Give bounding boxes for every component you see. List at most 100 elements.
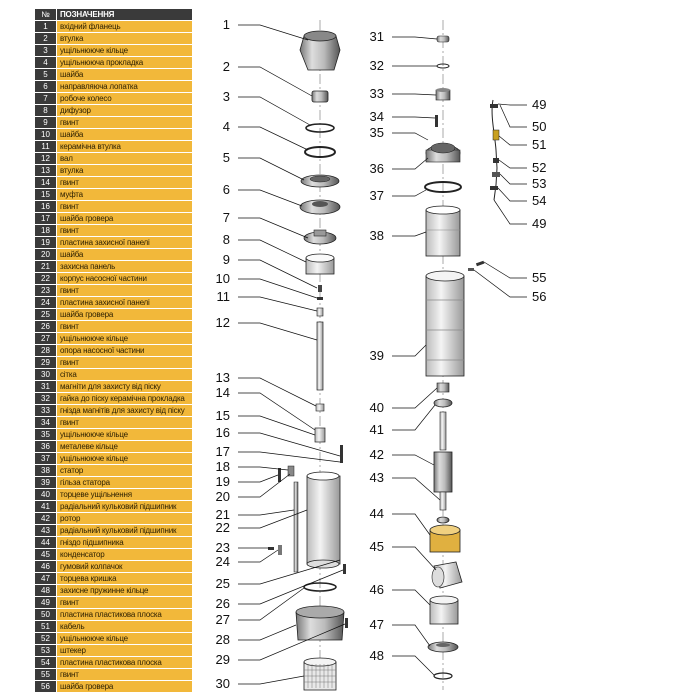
callout-56: 56 (532, 289, 546, 304)
callout-12: 12 (216, 315, 230, 330)
row-part-name: захисна панель (57, 261, 192, 272)
row-number: 9 (35, 117, 57, 128)
callout-30: 30 (216, 676, 230, 691)
row-part-name: втулка (57, 165, 192, 176)
part-inlet-flange (299, 30, 341, 71)
part-capacitor (431, 561, 463, 589)
callout-1: 1 (223, 17, 230, 32)
part-spring-ring (433, 672, 453, 680)
part-magnet (436, 35, 450, 43)
row-part-name: шайба гровера (57, 309, 192, 320)
callout-19: 19 (216, 474, 230, 489)
row-part-name: вхідний фланець (57, 21, 192, 32)
row-part-name: шайба гровера (57, 213, 192, 224)
row-number: 5 (35, 69, 57, 80)
row-number: 46 (35, 561, 57, 572)
callout-15: 15 (216, 408, 230, 423)
callout-49: 49 (532, 97, 546, 112)
callout-3: 3 (223, 89, 230, 104)
row-number: 21 (35, 261, 57, 272)
row-part-name: штекер (57, 645, 192, 656)
row-number: 37 (35, 453, 57, 464)
row-number: 56 (35, 681, 57, 692)
row-part-name: гвинт (57, 357, 192, 368)
row-part-name: гвинт (57, 417, 192, 428)
row-number: 13 (35, 165, 57, 176)
row-part-name: ущільнююче кільце (57, 633, 192, 644)
row-part-name: пластина пластикова плоска (57, 657, 192, 668)
row-number: 6 (35, 81, 57, 92)
callout-53: 53 (532, 176, 546, 191)
row-part-name: радіальний кульковий підшипник (57, 501, 192, 512)
row-part-name: шайба (57, 129, 192, 140)
callout-numbers: 1234567891011121314151617181920212223242… (216, 17, 547, 691)
callout-16: 16 (216, 425, 230, 440)
row-number: 40 (35, 489, 57, 500)
callout-41: 41 (370, 422, 384, 437)
row-number: 38 (35, 465, 57, 476)
part-washer-56 (468, 268, 474, 271)
part-rubber-cap (429, 595, 459, 625)
row-number: 29 (35, 357, 57, 368)
callout-23: 23 (216, 540, 230, 555)
row-number: 7 (35, 93, 57, 104)
row-number: 28 (35, 345, 57, 356)
row-number: 52 (35, 633, 57, 644)
part-washer (300, 174, 340, 188)
callout-13: 13 (216, 370, 230, 385)
row-number: 1 (35, 21, 57, 32)
row-part-name: торцева кришка (57, 573, 192, 584)
callout-47: 47 (370, 617, 384, 632)
row-number: 26 (35, 321, 57, 332)
row-number: 48 (35, 585, 57, 596)
callout-35: 35 (370, 125, 384, 140)
row-number: 19 (35, 237, 57, 248)
part-cable-assembly (490, 99, 500, 201)
row-part-name: втулка (57, 33, 192, 44)
callout-34: 34 (370, 109, 384, 124)
row-part-name: дифузор (57, 105, 192, 116)
part-stator-sleeve (425, 270, 465, 377)
row-number: 36 (35, 441, 57, 452)
row-part-name: торцеве ущільнення (57, 489, 192, 500)
row-number: 2 (35, 33, 57, 44)
row-part-name: керамічна втулка (57, 141, 192, 152)
callout-39: 39 (370, 348, 384, 363)
callout-11: 11 (217, 289, 231, 304)
callout-31: 31 (370, 29, 384, 44)
callout-40: 40 (370, 400, 384, 415)
part-stator (425, 205, 461, 257)
callout-45: 45 (370, 539, 384, 554)
part-rotor (433, 411, 453, 511)
row-part-name: гвинт (57, 177, 192, 188)
header-num: № (35, 9, 57, 20)
callout-7: 7 (223, 210, 230, 225)
row-number: 50 (35, 609, 57, 620)
part-mechanical-seal (436, 382, 450, 393)
part-shaft (316, 321, 324, 391)
row-number: 49 (35, 597, 57, 608)
row-part-name: статор (57, 465, 192, 476)
part-protective-panel (293, 481, 299, 573)
row-part-name: гвинт (57, 225, 192, 236)
callout-36: 36 (370, 161, 384, 176)
callout-38: 38 (370, 228, 384, 243)
